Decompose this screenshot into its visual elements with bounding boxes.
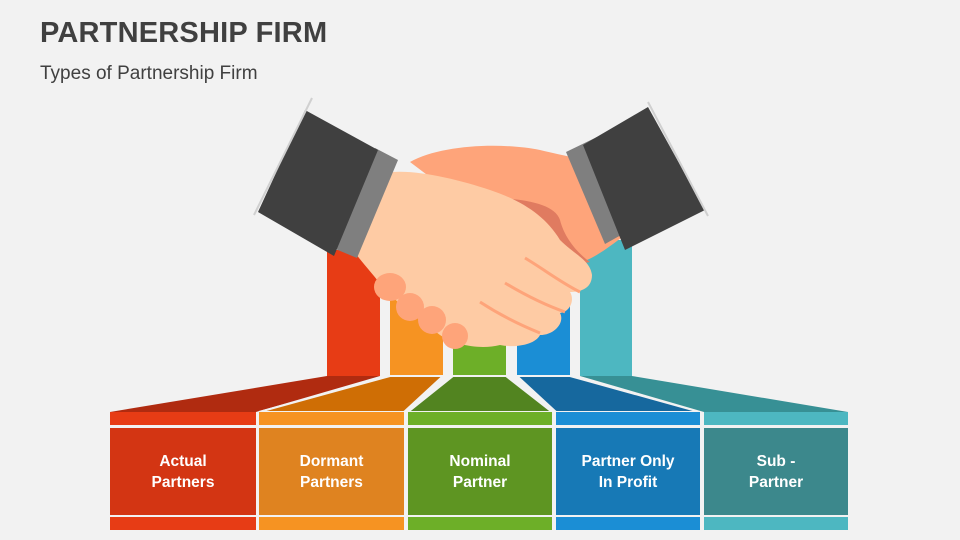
bottom-strips: [110, 517, 848, 530]
type-label-line1: Partner Only: [581, 452, 675, 470]
type-label-line1: Dormant: [299, 452, 364, 470]
page-subtitle: Types of Partnership Firm: [40, 63, 258, 84]
type-label-line2: Partners: [151, 473, 215, 491]
top-strips: [110, 412, 848, 425]
type-partner-only-in-profit: Partner Only In Profit: [556, 428, 700, 515]
type-label-line2: In Profit: [598, 473, 658, 491]
handshake-icon: [253, 97, 709, 349]
type-label-line2: Partner: [452, 473, 508, 491]
page-title: PARTNERSHIP FIRM: [40, 17, 328, 49]
column-sub: [580, 240, 632, 376]
type-label-line2: Partner: [748, 473, 804, 491]
type-sub-partner: Sub - Partner: [704, 428, 848, 515]
type-label-line1: Actual: [159, 452, 207, 470]
perspective-shadows: [110, 375, 848, 413]
type-label-line1: Sub -: [756, 452, 796, 470]
type-label-line1: Nominal: [449, 452, 511, 470]
type-label-line2: Partners: [300, 473, 363, 491]
